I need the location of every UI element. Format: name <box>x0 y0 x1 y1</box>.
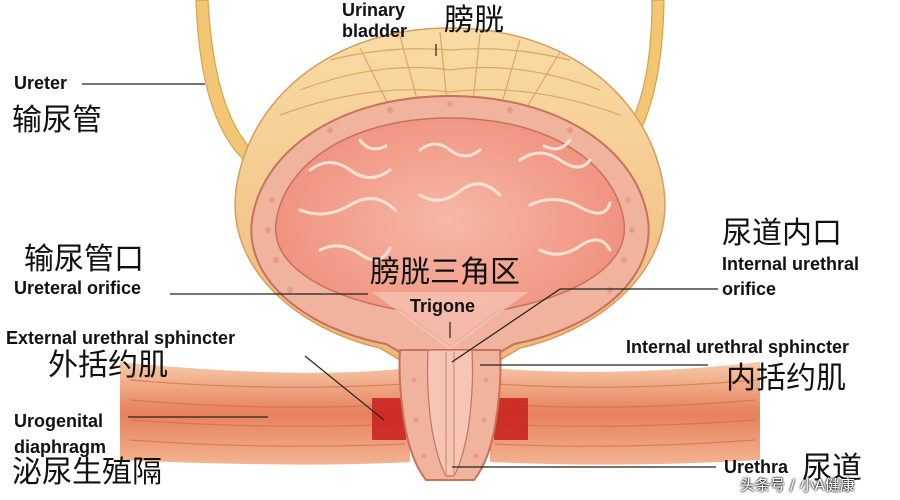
label-trigone-en: Trigone <box>410 296 476 316</box>
mucosal-folds <box>298 138 612 262</box>
label-internal-orifice-zh: 尿道内口 <box>722 216 842 251</box>
label-ureter-en: Ureter <box>14 73 68 93</box>
label-urethra-zh: 尿道 <box>802 451 862 486</box>
label-urethra-en: Urethra <box>724 457 789 477</box>
trigone-region <box>372 292 528 350</box>
urogenital-diaphragm-muscle <box>120 362 760 465</box>
label-ureteral-orifice-zh: 输尿管口 <box>24 242 144 277</box>
label-urinary-bladder-en: Urinary bladder <box>342 0 408 41</box>
external-sphincter-patches <box>372 398 528 440</box>
leader-lines <box>82 44 718 468</box>
label-trigone-zh: 膀胱三角区 <box>370 255 520 290</box>
watermark: 头条号 / 小A健康 <box>740 476 855 494</box>
muscle-fibers <box>279 31 621 116</box>
label-internal-orifice-en: Internal urethral orifice <box>722 254 860 299</box>
label-urogenital-zh: 泌尿生殖隔 <box>12 455 162 490</box>
label-external-sphincter-en: External urethral sphincter <box>6 328 236 348</box>
label-ureter-zh: 输尿管 <box>12 103 102 138</box>
urethra-structure <box>398 349 502 481</box>
label-ureteral-orifice-en: Ureteral orifice <box>14 278 142 298</box>
label-external-sphincter-zh: 外括约肌 <box>48 348 168 383</box>
label-internal-sphincter-en: Internal urethral sphincter <box>626 337 850 357</box>
label-internal-sphincter-zh: 内括约肌 <box>726 361 846 396</box>
label-urogenital-en: Urogenital diaphragm <box>14 411 107 457</box>
label-urinary-bladder-zh: 膀胱 <box>444 3 504 38</box>
